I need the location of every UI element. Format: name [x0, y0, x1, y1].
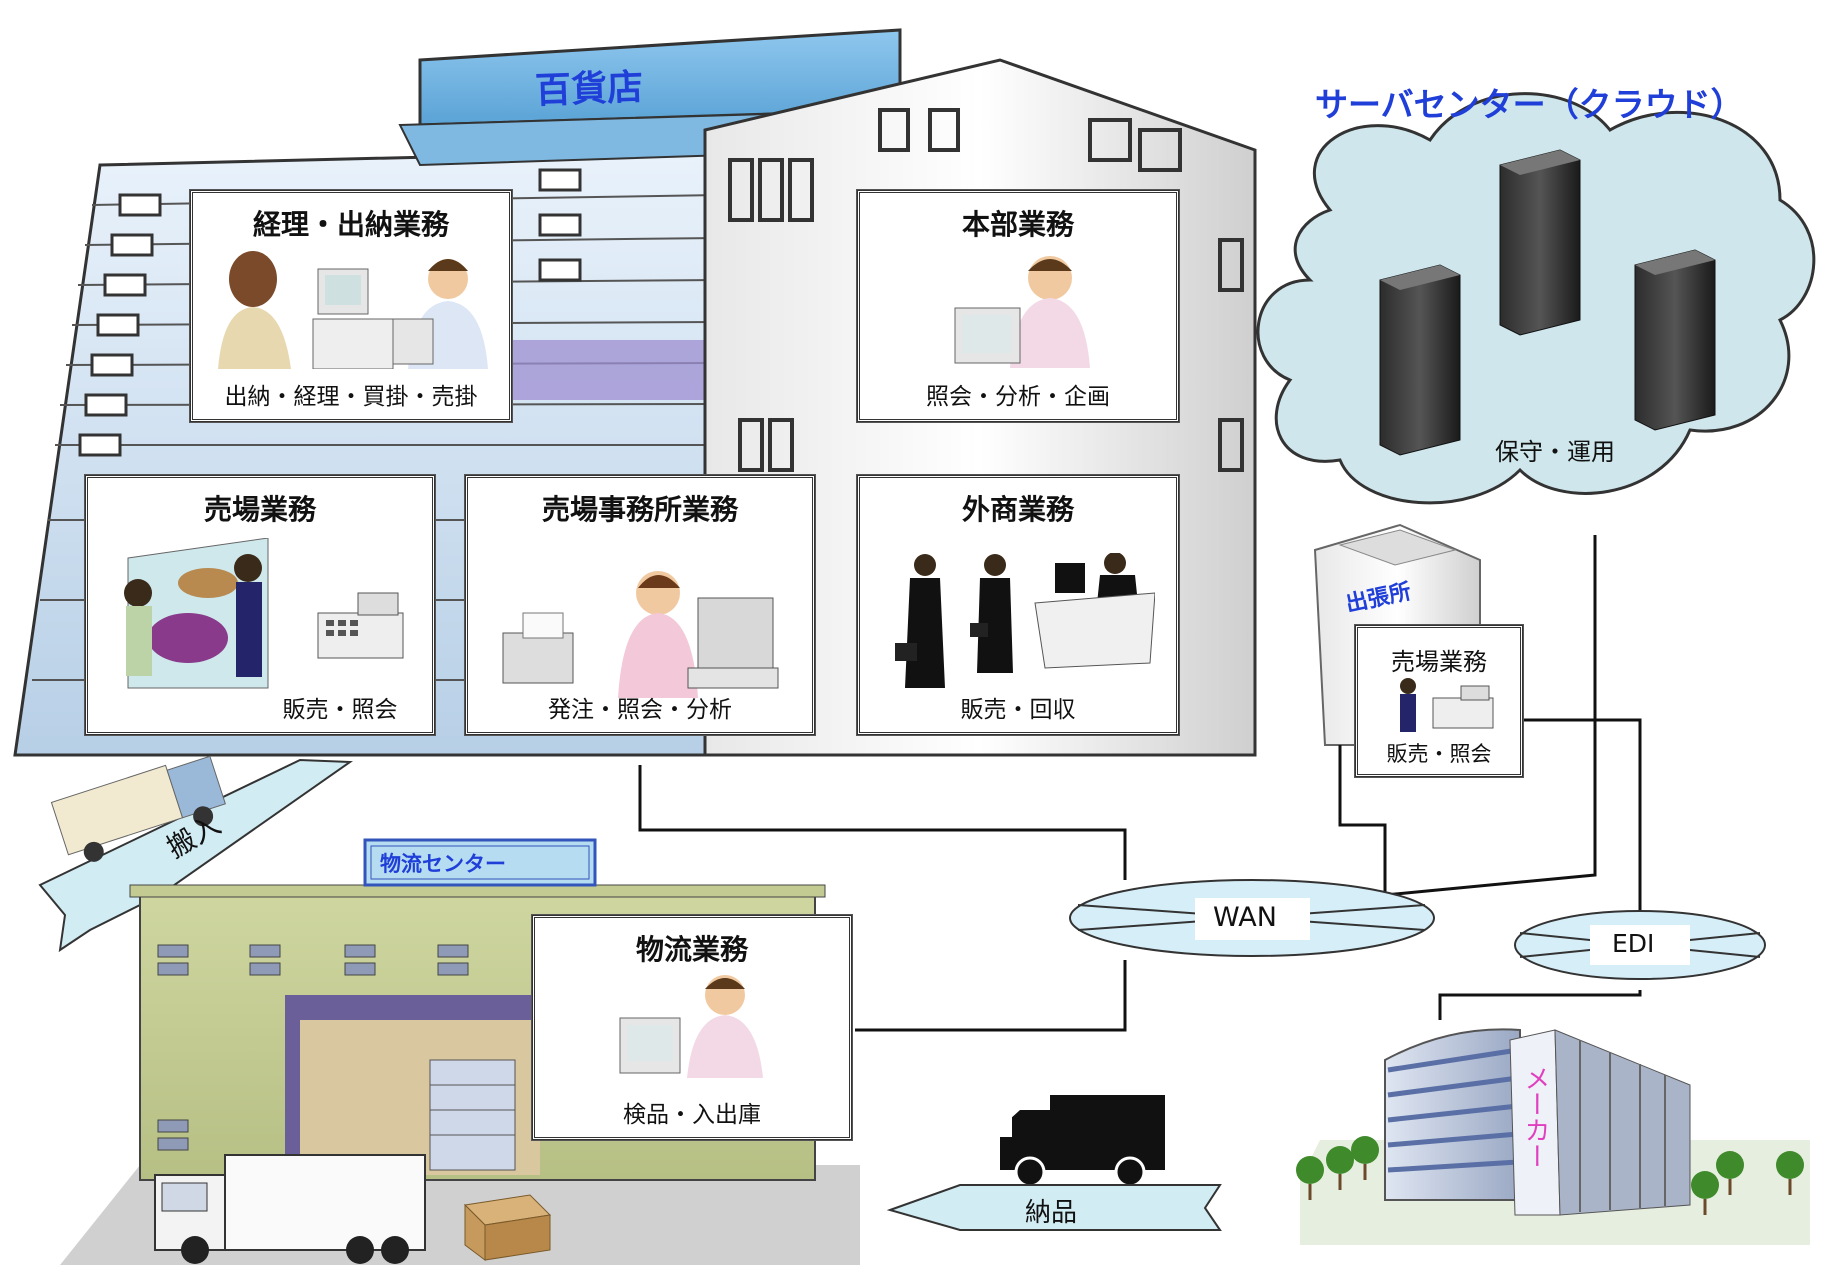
outside-sales-title: 外商業務: [961, 493, 1074, 526]
accounting-staff-illustration: [218, 251, 488, 369]
logistics-box: 物流業務 検品・入出庫: [531, 914, 853, 1141]
edi-label: EDI: [1612, 929, 1655, 958]
branch-sales-illustration: [1400, 678, 1494, 732]
outside-sales-caption: 販売・回収: [960, 697, 1076, 723]
cloud-caption: 保守・運用: [1495, 438, 1615, 466]
logistics-title: 物流業務: [635, 933, 748, 966]
edi-ellipse: [1514, 910, 1766, 980]
headquarters-staff-illustration: [954, 256, 1090, 368]
sales-floor-box: 売場業務 販売・照会: [84, 474, 436, 736]
wan-label: WAN: [1213, 902, 1277, 933]
accounting-title: 経理・出納業務: [252, 208, 449, 241]
cash-register-icon: [317, 592, 404, 659]
department-store-title: 百貨店: [534, 67, 644, 112]
logistics-sign: [363, 838, 597, 887]
sales-floor-title: 売場業務: [203, 493, 316, 526]
branch-sales-title: 売場業務: [1391, 648, 1487, 676]
logistics-caption: 検品・入出庫: [623, 1102, 761, 1128]
delivery-label: 納品: [1025, 1198, 1078, 1228]
sales-floor-illustration: [124, 538, 269, 689]
wan-ellipse: [1069, 879, 1435, 957]
outside-sales-illustration: [895, 553, 1155, 688]
maker-label: メーカー: [1520, 1065, 1550, 1169]
logistics-sign-label: 物流センター: [380, 852, 506, 876]
sales-floor-caption: 販売・照会: [282, 697, 398, 723]
branch-sales-box: 売場業務 販売・照会: [1354, 624, 1524, 778]
floor-office-caption: 発注・照会・分析: [548, 697, 732, 723]
accounting-caption: 出納・経理・買掛・売掛: [224, 384, 478, 410]
outside-sales-box: 外商業務 販売・回収: [856, 474, 1180, 736]
server-icons: [1379, 149, 1716, 456]
branch-sales-caption: 販売・照会: [1386, 742, 1492, 766]
cloud-title: サーバセンター（クラウド）: [1315, 85, 1744, 124]
floor-office-box: 売場事務所業務 発注・照会・分析: [464, 474, 816, 736]
headquarters-box: 本部業務 照会・分析・企画: [856, 189, 1180, 423]
floor-office-title: 売場事務所業務: [541, 493, 738, 526]
maker-building: [1296, 1028, 1810, 1245]
carry-in-arrow: [38, 755, 354, 953]
accounting-box: 経理・出納業務 出納・経理・買掛・売掛: [189, 189, 513, 423]
logistics-staff-illustration: [619, 975, 763, 1078]
delivery-arrow: [886, 1184, 1222, 1231]
delivery-truck: [1000, 1095, 1165, 1188]
headquarters-title: 本部業務: [961, 208, 1074, 241]
headquarters-caption: 照会・分析・企画: [926, 384, 1110, 410]
floor-office-illustration: [502, 571, 779, 698]
